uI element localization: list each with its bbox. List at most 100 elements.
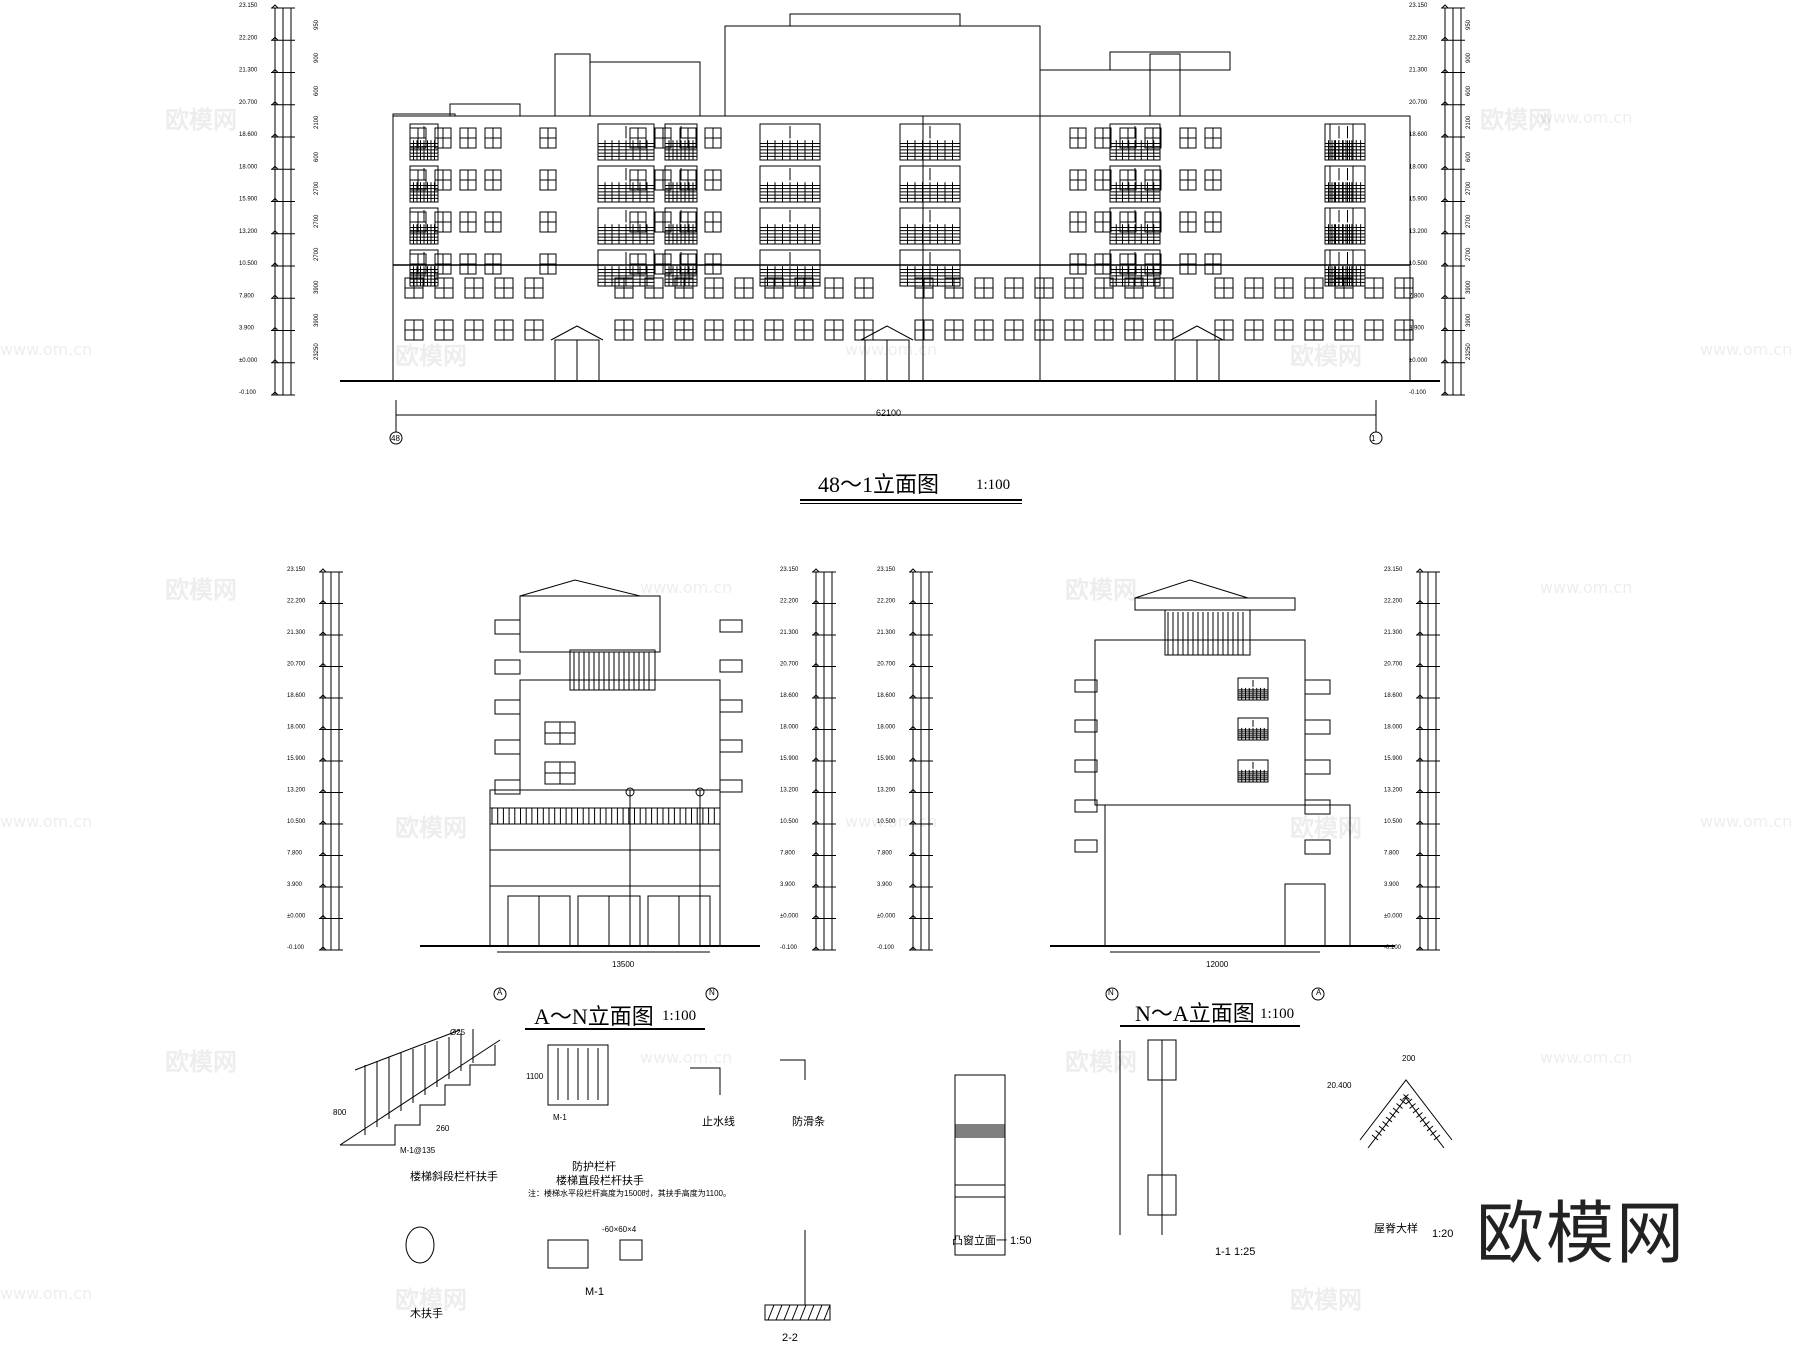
detail-drawings: [339, 1029, 1453, 1321]
level-text: 21.300: [287, 630, 306, 636]
level-text: 22.200: [287, 599, 306, 605]
tile: [1396, 1103, 1403, 1109]
wood-handrail-caption: 木扶手: [410, 1308, 443, 1320]
stair-rail-caption: 楼梯斜段栏杆扶手: [410, 1171, 498, 1183]
section-1-1-caption: 1-1 1:25: [1215, 1246, 1256, 1258]
hatch: [823, 1304, 831, 1321]
level-text: ±0.000: [877, 914, 896, 920]
level-mark: [812, 599, 820, 604]
level-text: ±0.000: [780, 914, 799, 920]
level-mark: [271, 326, 279, 331]
level-text: 10.500: [780, 819, 799, 825]
bay-band: [954, 1184, 1006, 1198]
level-mark: [319, 568, 327, 573]
dim-text: 3900: [1466, 280, 1472, 294]
w260-label: 260: [436, 1124, 450, 1133]
balcony-slab: [1074, 799, 1098, 813]
parapet: [392, 113, 456, 116]
level-text: -0.100: [1384, 945, 1402, 951]
axis-bubble-48: [389, 431, 403, 445]
level-text: 3.900: [877, 882, 893, 888]
level-text: 7.800: [287, 851, 303, 857]
level-text: 20.700: [239, 100, 258, 106]
level-mark: [319, 851, 327, 856]
guard-rail: [547, 1044, 609, 1106]
level-text: 10.500: [1409, 261, 1428, 267]
level-text: 22.200: [877, 599, 896, 605]
m1-label-b: M-1: [585, 1286, 604, 1298]
a-n-total-dim: 13500: [612, 960, 635, 969]
level-mark: [812, 820, 820, 825]
building-left-block: [392, 115, 924, 382]
level-mark: [1416, 914, 1424, 919]
dim-text: 2700: [1466, 214, 1472, 228]
dim-text: 2700: [314, 214, 320, 228]
level-mark: [909, 883, 917, 888]
level-text: 10.500: [877, 819, 896, 825]
dim-text: 23250: [1466, 343, 1472, 360]
tile: [1430, 1130, 1437, 1136]
parapet-block: [449, 103, 521, 117]
level-text: 18.000: [239, 164, 258, 170]
building-right-block: [1039, 115, 1411, 382]
main-elevation-title: 48～1立面图: [818, 472, 940, 497]
level-mark: [1416, 820, 1424, 825]
level-mark: [909, 725, 917, 730]
tile: [1382, 1121, 1389, 1127]
anti-slip: [780, 1059, 806, 1080]
level-text: 23.150: [239, 3, 258, 9]
level-mark: [909, 914, 917, 919]
entrance-canopy: [860, 325, 914, 341]
n-a-axis-right: A: [1316, 988, 1322, 997]
balcony-slab: [719, 659, 743, 673]
main-title-underline: [800, 499, 1022, 501]
h800-label: 800: [333, 1108, 347, 1117]
level-mark: [1416, 631, 1424, 636]
level-text: 18.000: [1409, 164, 1428, 170]
level-text: 20.700: [1384, 662, 1403, 668]
dim-text: 2100: [314, 115, 320, 129]
anti-slip-caption: 防滑条: [792, 1116, 825, 1128]
section-2-2-caption: 2-2: [782, 1332, 798, 1344]
tile: [1385, 1116, 1393, 1123]
lamp-head: [695, 787, 705, 797]
level-text: ±0.000: [1384, 914, 1403, 920]
dim-text: 2700: [314, 181, 320, 195]
stair-profile: [340, 1045, 496, 1146]
level-mark: [1441, 391, 1449, 396]
dim-text: 3900: [314, 313, 320, 327]
axis-bubble-n: [1105, 987, 1119, 1001]
level-text: 20.700: [780, 662, 799, 668]
guard-rail-caption: 防护栏杆: [572, 1161, 616, 1173]
level-mark: [1416, 568, 1424, 573]
level-text: 20.700: [877, 662, 896, 668]
hatch: [807, 1304, 815, 1321]
side-door: [1284, 883, 1326, 947]
hatch: [799, 1304, 807, 1321]
upper-block: [519, 679, 721, 791]
dim-text: 2100: [1466, 115, 1472, 129]
level-mark: [319, 599, 327, 604]
tile: [1389, 1112, 1396, 1118]
level-text: -0.100: [287, 945, 305, 951]
steel-bar-label: -60×60×4: [602, 1225, 637, 1234]
level-mark: [271, 165, 279, 170]
guard-rail-caption-2: 楼梯直段栏杆扶手: [556, 1175, 644, 1187]
m1-section: [547, 1239, 589, 1269]
level-text: 15.900: [780, 756, 799, 762]
level-text: 7.800: [1384, 851, 1400, 857]
stair-section: [764, 1304, 831, 1321]
level-text: 3.900: [1384, 882, 1400, 888]
level-text: ±0.000: [1409, 358, 1428, 364]
tile: [1392, 1107, 1400, 1114]
level-mark: [271, 133, 279, 138]
axis-left-label: 48: [391, 434, 400, 443]
hatch: [791, 1304, 799, 1321]
level-text: 15.900: [877, 756, 896, 762]
level-mark: [1416, 725, 1424, 730]
level-mark: [319, 725, 327, 730]
level-mark: [1416, 883, 1424, 888]
ridge: [1359, 1079, 1453, 1141]
bay-window-caption: 凸窗立面一 1:50: [952, 1235, 1032, 1247]
stair-tower-left: [554, 53, 591, 117]
